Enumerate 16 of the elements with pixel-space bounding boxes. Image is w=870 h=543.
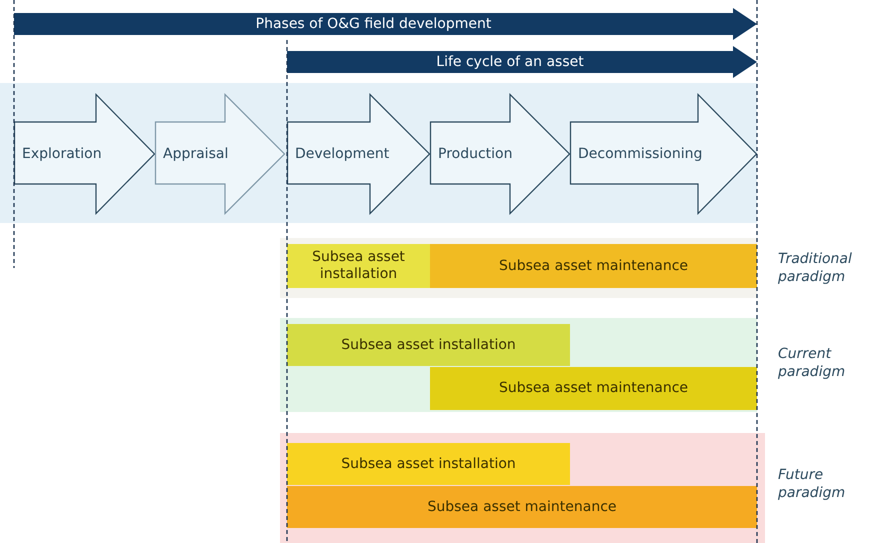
phase-step: Development [287,94,430,214]
phase-step: Exploration [14,94,155,214]
phase-step: Decommissioning [570,94,757,214]
timeline-bar: Subsea asset maintenance [430,244,757,288]
timeline-banner: Life cycle of an asset [287,46,757,78]
timeline-bar: Subsea asset installation [287,443,570,485]
timeline-bar: Subsea asset installation [287,244,430,288]
phase-step: Appraisal [155,94,285,214]
paradigm-label: Current paradigm [778,345,846,382]
paradigm-label: Future paradigm [778,466,846,502]
timeline-bar: Subsea asset maintenance [287,486,757,528]
phase-step: Production [430,94,570,214]
timeline-banner: Phases of O&G field development [14,8,757,40]
timeline-bar: Subsea asset maintenance [430,367,757,410]
timeline-bar: Subsea asset installation [287,324,570,366]
paradigm-label: Traditional paradigm [778,250,853,286]
